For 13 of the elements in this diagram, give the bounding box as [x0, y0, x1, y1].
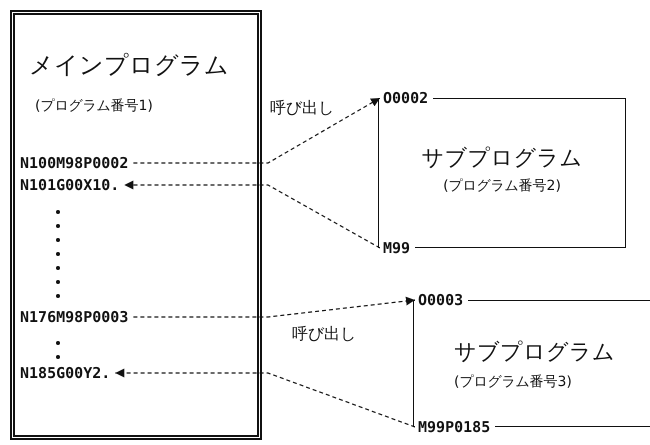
edge-label: 呼び出し	[269, 98, 335, 118]
arrow	[115, 368, 416, 428]
program-title: サブプログラム	[420, 145, 584, 173]
arrow	[133, 296, 416, 318]
arrow	[133, 97, 380, 164]
program-box	[10, 10, 262, 440]
program-number: (プログラム番号3)	[454, 373, 572, 391]
program-title: メインプログラム	[29, 50, 229, 81]
arrow	[124, 180, 380, 249]
program-number: (プログラム番号1)	[35, 97, 153, 115]
edge-label: 呼び出し	[291, 324, 357, 344]
program-title: サブプログラム	[454, 339, 615, 367]
program-number: (プログラム番号2)	[442, 177, 562, 195]
